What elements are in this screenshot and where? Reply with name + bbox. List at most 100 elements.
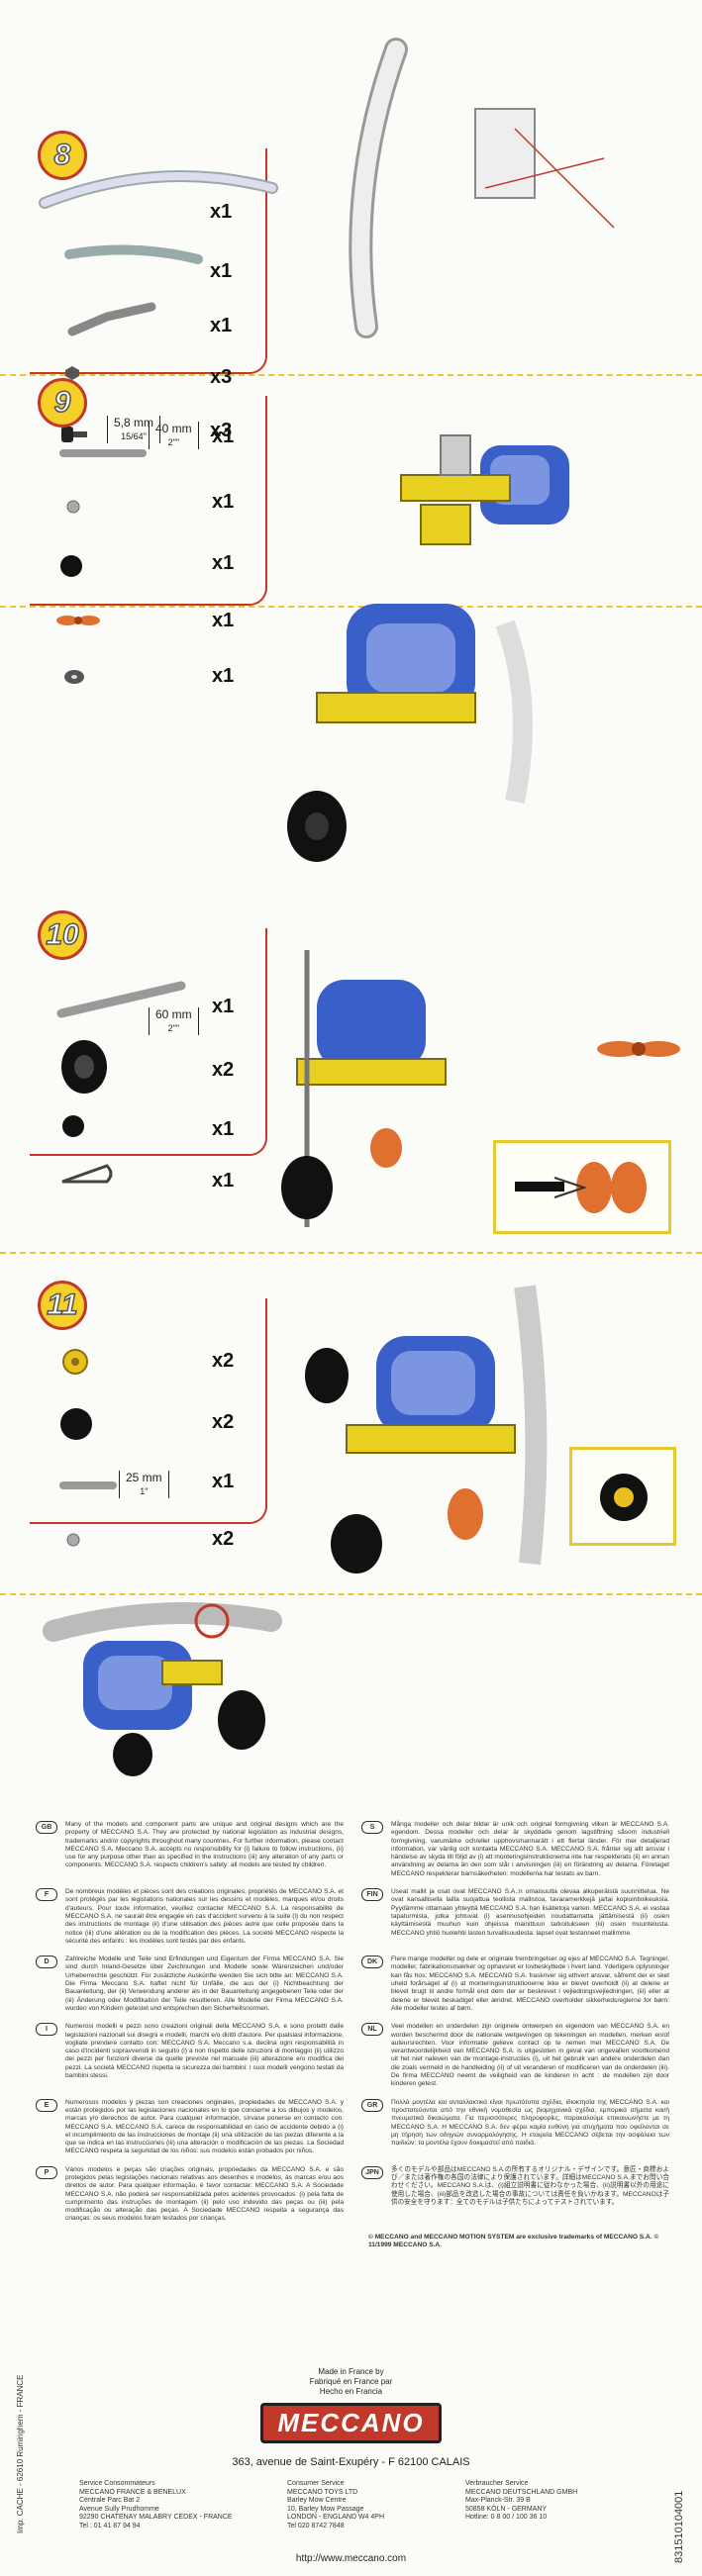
measure-imperial: 2"": [167, 1023, 180, 1033]
legal-text: Many of the models and component parts a…: [65, 1821, 344, 1869]
language-code: E: [36, 2098, 57, 2112]
nut-icon: [65, 366, 79, 380]
measure-imperial: 2"": [167, 437, 180, 447]
language-code: S: [361, 1821, 383, 1834]
measure-value: 60 mm: [155, 1007, 192, 1021]
step-11: 11 x2 x2 25 mm 1" x1 x2: [0, 1277, 702, 1593]
biplane-assembly-illustration: [305, 1285, 548, 1574]
quantity-label: x1: [212, 1170, 235, 1192]
quantity-label: x1: [212, 491, 235, 513]
wheel-illustration: [287, 791, 347, 862]
brand-logo-text: MECCANO: [260, 2403, 442, 2443]
axle-rod-icon: [59, 449, 147, 457]
quantity-label: x1: [212, 996, 235, 1017]
legal-text: De nombreux modèles et pièces sont des c…: [65, 1888, 344, 1945]
short-curved-strip-icon: [64, 244, 203, 264]
propeller-detail-icon: [515, 1162, 647, 1213]
language-code: F: [36, 1888, 57, 1902]
language-code: GB: [36, 1821, 57, 1834]
measurement-label: 40 mm 2"": [149, 422, 199, 449]
parts-panel: [30, 148, 267, 374]
language-code: FIN: [361, 1888, 383, 1902]
language-code: P: [36, 2165, 57, 2179]
quantity-label: x1: [210, 260, 233, 282]
axle-rod-icon: [59, 1481, 117, 1489]
step-separator: [0, 1593, 702, 1595]
measure-value: 5,8 mm: [114, 416, 154, 429]
language-code: D: [36, 1956, 57, 1969]
legal-text: Flere mange modeller og dele er original…: [391, 1956, 669, 2012]
finished-model-illustration: [43, 1602, 282, 1776]
measurement-label: 25 mm 1": [119, 1471, 169, 1498]
legal-notice-block: GB Many of the models and component parts…: [36, 1821, 669, 2249]
made-in-notice: Made in France by Fabriqué en France par…: [309, 2367, 393, 2396]
legal-text: Vários modelos e peças são criações orig…: [65, 2165, 344, 2223]
quantity-label: x2: [212, 1350, 235, 1372]
quantity-label: x1: [212, 1118, 235, 1140]
quantity-label: x1: [212, 665, 235, 687]
quantity-label: x2: [212, 1411, 235, 1433]
legal-text: Numerosi modelli e pezzi sono creazioni …: [65, 2023, 344, 2080]
parts-panel: [30, 928, 267, 1156]
propeller-illustration: [597, 1041, 680, 1057]
quantity-label: x1: [210, 201, 233, 223]
measure-value: 25 mm: [126, 1471, 162, 1484]
propeller-icon: [56, 616, 100, 625]
language-code: I: [36, 2023, 57, 2037]
step-10: 10 60 mm 2"" x1 x2 x1 x1: [0, 910, 702, 1252]
legal-text: Zahlreiche Modelle und Teile sind Erfind…: [65, 1956, 344, 2012]
step-separator: [0, 606, 702, 608]
quantity-label: x1: [212, 426, 235, 447]
legal-text: Πολλά μοντέλα και ανταλλακτικά είναι πρω…: [391, 2098, 669, 2147]
step-separator: [0, 1252, 702, 1254]
measure-imperial: 15/64": [121, 431, 147, 441]
wheel-detail-icon: [600, 1474, 648, 1521]
measurement-label: 5,8 mm 15/64": [107, 416, 161, 443]
measurement-label: 60 mm 2"": [149, 1007, 199, 1035]
quantity-label: x1: [210, 315, 233, 336]
axle-rod-icon: [56, 981, 186, 1018]
parts-panel: [30, 1298, 267, 1524]
website-url[interactable]: http://www.meccano.com: [295, 2553, 407, 2564]
meccano-logo: MECCANO: [0, 2403, 702, 2443]
short-axle-icon: [66, 1533, 80, 1547]
wing-strip-illustration: [349, 38, 408, 338]
measure-imperial: 1": [140, 1486, 149, 1496]
angle-bracket-icon: [67, 302, 156, 336]
printer-credit: Imp. CACHE - 62610 Ruminghem - FRANCE: [16, 2374, 25, 2534]
quantity-label: x1: [212, 610, 235, 631]
service-address-france: Service Consommateurs MECCANO FRANCE & B…: [79, 2480, 233, 2529]
quantity-label: x1: [212, 552, 235, 574]
legal-text: Numerosos modelos y piezas son creacione…: [65, 2098, 344, 2155]
measure-value: 40 mm: [155, 422, 192, 435]
legal-text: Många modeller och delar bildar är unik …: [391, 1821, 669, 1877]
step-number-badge: 8: [38, 131, 87, 180]
black-collar-icon: [60, 555, 82, 577]
service-address-germany: Verbraucher Service MECCANO DEUTSCHLAND …: [465, 2480, 578, 2521]
trademark-notice: © MECCANO and MECCANO MOTION SYSTEM are …: [368, 2233, 659, 2249]
tyre-icon: [61, 1040, 107, 1094]
legal-text: Veel modellen en onderdelen zijn origine…: [391, 2023, 669, 2088]
black-collar-icon: [60, 1408, 92, 1440]
language-code: DK: [361, 1956, 383, 1969]
fuselage-illustration: [400, 434, 569, 545]
quantity-label: x1: [212, 1471, 235, 1492]
company-address: 363, avenue de Saint-Exupéry - F 62100 C…: [232, 2456, 470, 2468]
short-axle-icon: [66, 500, 80, 514]
quantity-label: x3: [210, 420, 233, 441]
language-code: JPN: [361, 2165, 383, 2179]
bolt-icon: [61, 427, 87, 442]
black-collar-icon: [62, 1115, 84, 1137]
quantity-label: x2: [212, 1528, 235, 1550]
step-number-badge: 10: [38, 910, 87, 960]
plane-body-illustration: [316, 604, 533, 804]
quantity-label: x2: [212, 1059, 235, 1081]
step-9: 9 40 mm 2"" x1 x1 x1 x1 x1: [0, 374, 702, 687]
step-number-badge: 11: [38, 1281, 87, 1330]
washer-icon: [64, 670, 84, 684]
print-code: 831510104001: [673, 2490, 685, 2563]
step-separator: [0, 374, 702, 376]
yellow-hub-icon: [62, 1349, 88, 1375]
step-number-badge: 9: [38, 378, 87, 428]
